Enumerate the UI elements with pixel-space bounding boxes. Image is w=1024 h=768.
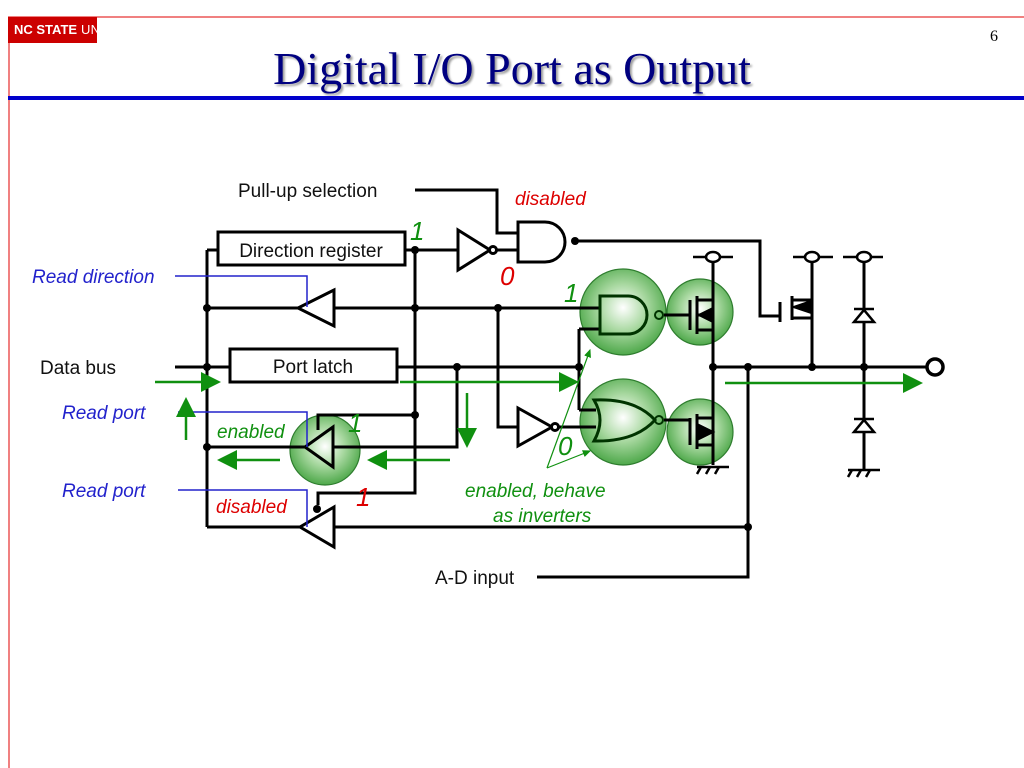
output-pin-terminal [925, 357, 945, 377]
nor-gate [591, 398, 658, 443]
nand-input-value: 1 [564, 278, 578, 308]
ad-buffer-value: 1 [356, 482, 370, 512]
port-latch-label: Port latch [273, 357, 353, 378]
pullup-disabled-label: disabled [515, 189, 587, 210]
read-control-lines [175, 275, 308, 527]
pullup-and-gate [516, 220, 567, 264]
and-output-bubble [571, 237, 579, 245]
ground-symbols [695, 465, 880, 478]
read-port-label-1: Read port [62, 403, 146, 424]
slide-frame-left [8, 16, 10, 768]
pullup-selection-label: Pull-up selection [238, 181, 377, 202]
logo-bold: NC STATE [14, 22, 78, 37]
mid-buffer-value: 1 [348, 408, 362, 438]
and-input-value: 0 [500, 261, 515, 291]
university-logo: NC STATE UNIVERSITY [8, 17, 162, 43]
pmos-transistor [688, 296, 714, 334]
data-inverter [516, 405, 556, 449]
slide-title: Digital I/O Port as Output [273, 43, 751, 94]
read-direction-label: Read direction [32, 267, 155, 288]
page-number: 6 [990, 28, 998, 45]
nor-input-value: 0 [558, 431, 573, 461]
supply-symbols [693, 250, 883, 264]
enabled-label: enabled [217, 422, 286, 443]
read-port-buffer [302, 424, 335, 470]
read-port-label-2: Read port [62, 481, 146, 502]
port-latch-box [228, 347, 399, 384]
logo-light: UNIVERSITY [77, 22, 163, 37]
title-rule [8, 96, 1024, 100]
direction-register-box [216, 230, 407, 267]
inverters-note-line1: enabled, behave [465, 481, 606, 502]
direction-inverter [456, 227, 493, 273]
slide-frame-top [8, 16, 1024, 18]
ad-input-label: A-D input [435, 568, 515, 589]
nmos-transistor [688, 414, 716, 449]
nand-gate [598, 294, 649, 336]
data-flow-arrows [155, 348, 923, 470]
direction-register-label: Direction register [239, 241, 383, 262]
highlight-nand [579, 268, 667, 356]
protection-diodes [851, 307, 877, 434]
pullup-pmos-transistor [778, 296, 812, 322]
read-direction-buffer [294, 287, 336, 329]
wires [175, 188, 926, 579]
inverters-note-line2: as inverters [493, 506, 592, 527]
highlight-pmos [666, 278, 734, 346]
junction-dots [203, 246, 868, 531]
ad-read-buffer [297, 504, 336, 550]
ad-buffer-disabled-label: disabled [216, 497, 288, 518]
data-bus-label: Data bus [40, 358, 116, 379]
direction-value: 1 [410, 216, 424, 246]
